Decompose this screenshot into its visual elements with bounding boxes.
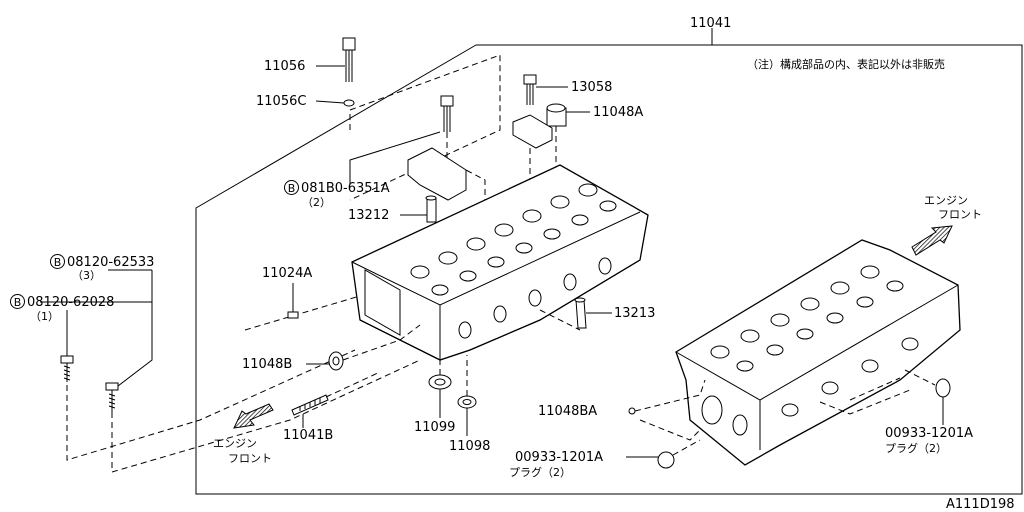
label-13213: 13213 <box>614 306 656 321</box>
b-marker-icon: B <box>50 254 65 269</box>
label-11099: 11099 <box>414 420 456 435</box>
label-11056: 11056 <box>264 59 306 74</box>
b-marker-icon: B <box>10 294 25 309</box>
label-13212: 13212 <box>348 208 390 223</box>
engine-front-arrow-bottom <box>233 403 274 429</box>
label-11048ba: 11048BA <box>538 404 598 419</box>
label-11056c: 11056C <box>256 94 307 109</box>
label-08120-62028-qty: （1） <box>30 310 59 323</box>
label-08120-62533-qty: （3） <box>72 269 101 282</box>
engine-front-top-line1: エンジン <box>924 194 968 207</box>
part-11099-shape <box>428 374 452 390</box>
dashed-frame <box>349 54 501 201</box>
label-11048a: 11048A <box>593 105 644 120</box>
label-plug-right: 00933-1201A <box>885 426 974 441</box>
bolt-13058-shape <box>523 74 537 105</box>
label-11041b: 11041B <box>283 428 334 443</box>
b-marker-icon: B <box>284 180 299 195</box>
engine-front-top-line2: フロント <box>938 208 982 221</box>
label-081b0-qty: （2） <box>302 196 331 209</box>
note-text: （注）構成部品の内、表記以外は非販売 <box>747 58 945 71</box>
engine-front-bottom-line1: エンジン <box>213 437 257 450</box>
bolt-08120-62533-shape <box>105 382 119 412</box>
plug-left-shape <box>657 451 675 469</box>
label-plug-left: 00933-1201A <box>515 450 604 465</box>
cylinder-head-left <box>351 164 649 361</box>
bolt-11056-shape <box>342 37 356 82</box>
assembly-frame <box>195 44 1023 495</box>
engine-front-arrow-top <box>911 225 953 256</box>
diagram-code: A111D198 <box>946 497 1015 512</box>
label-plug-right-desc: プラグ（2） <box>885 442 947 455</box>
part-11041b-shape <box>291 394 329 416</box>
plug-right-shape <box>935 378 951 398</box>
part-13213-shape <box>574 297 587 329</box>
bolt-08120-62028-shape <box>60 355 74 382</box>
label-13058: 13058 <box>571 80 613 95</box>
bolt-081b0-shape <box>440 95 454 132</box>
label-plug-left-desc: プラグ（2） <box>509 466 571 479</box>
label-11048b: 11048B <box>242 357 293 372</box>
cylinder-head-right <box>675 239 961 466</box>
part-11048a-shape <box>546 103 567 127</box>
part-11098-shape <box>457 395 477 409</box>
part-11048b-shape <box>328 351 344 371</box>
part-13212-shape <box>425 195 437 223</box>
label-11098: 11098 <box>449 439 491 454</box>
engine-front-bottom-line2: フロント <box>228 452 272 465</box>
label-11024a: 11024A <box>262 266 313 281</box>
assembly-number: 11041 <box>690 16 732 31</box>
